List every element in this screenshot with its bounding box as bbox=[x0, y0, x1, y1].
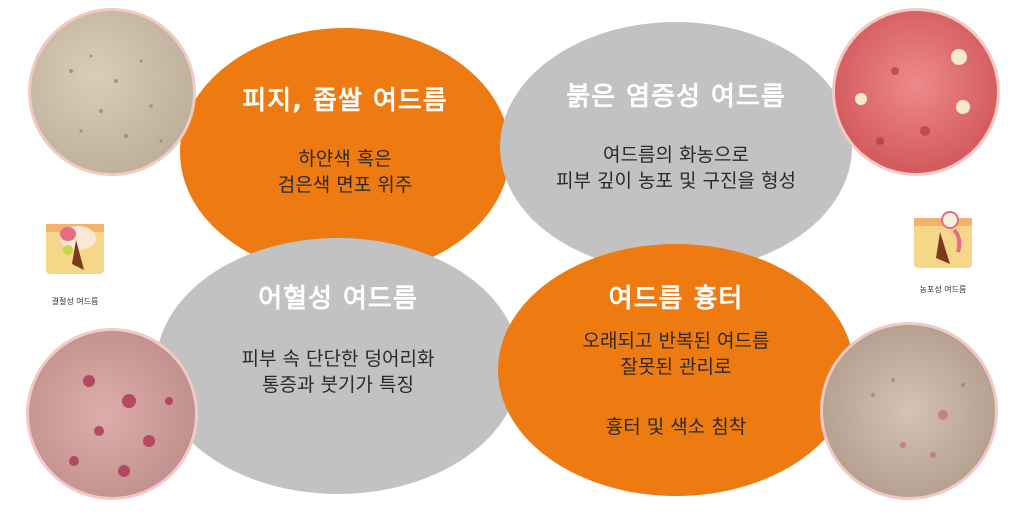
skin-photo-pustules bbox=[832, 8, 1000, 176]
nodular-acne-diagram bbox=[44, 214, 106, 276]
card-line: 여드름의 화농으로 bbox=[603, 144, 749, 166]
card-sebum-acne: 피지, 좁쌀 여드름 하얀색 혹은 검은색 면포 위주 bbox=[180, 28, 510, 276]
skin-photo-nodular bbox=[26, 328, 198, 500]
card-line: 하얀색 혹은 bbox=[298, 148, 392, 170]
card-line: 통증과 붓기가 특징 bbox=[262, 374, 414, 396]
card-line: 검은색 면포 위주 bbox=[277, 174, 413, 196]
card-stagnant-blood-acne: 어혈성 여드름 피부 속 단단한 덩어리화 통증과 붓기가 특징 bbox=[156, 238, 520, 494]
card-line: 피부 속 단단한 덩어리화 bbox=[241, 348, 435, 370]
skin-photo-scars bbox=[820, 322, 998, 500]
card-line: 오래되고 반복된 여드름 bbox=[582, 330, 770, 352]
card-line: 피부 깊이 농포 및 구진을 형성 bbox=[556, 170, 796, 192]
card-title: 여드름 흉터 bbox=[608, 284, 744, 314]
card-title: 어혈성 여드름 bbox=[258, 284, 418, 314]
card-line: 흉터 및 색소 침착 bbox=[605, 416, 747, 438]
card-title: 피지, 좁쌀 여드름 bbox=[242, 86, 448, 116]
diagram-label: 결절성 여드름 bbox=[51, 297, 99, 306]
card-acne-scar: 여드름 흉터 오래되고 반복된 여드름 잘못된 관리로 흉터 및 색소 침착 bbox=[498, 244, 854, 496]
diagram-label: 농포성 여드름 bbox=[919, 285, 967, 294]
skin-photo-comedones bbox=[28, 8, 196, 176]
card-line: 잘못된 관리로 bbox=[620, 356, 732, 378]
pustular-acne-diagram bbox=[912, 208, 974, 270]
card-title: 붉은 염증성 여드름 bbox=[566, 82, 786, 112]
card-inflammatory-acne: 붉은 염증성 여드름 여드름의 화농으로 피부 깊이 농포 및 구진을 형성 bbox=[500, 22, 852, 272]
